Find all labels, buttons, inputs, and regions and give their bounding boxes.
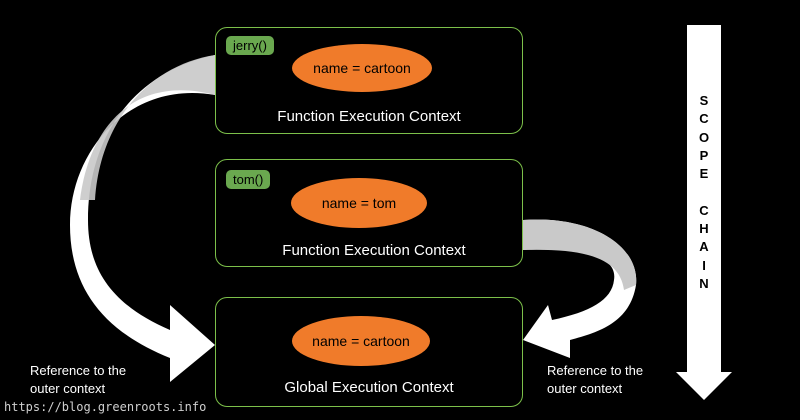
right-reference-label: Reference to the outer context — [547, 363, 644, 396]
right-arrow-shade — [523, 219, 637, 290]
global-context-label: Global Execution Context — [284, 379, 454, 396]
scope-chain-letter: P — [699, 147, 709, 163]
scope-chain-head — [676, 372, 732, 400]
jerry-variable-oval: name = cartoon — [292, 44, 432, 92]
scope-chain-letter: C — [699, 202, 709, 218]
global-execution-context: name = cartoon Global Execution Context — [215, 297, 523, 407]
jerry-context-label: Function Execution Context — [277, 108, 461, 125]
scope-chain-gap — [692, 183, 716, 201]
left-arrow-body — [70, 55, 215, 382]
scope-chain-letter: N — [699, 275, 709, 291]
jerry-execution-context: jerry() name = cartoon Function Executio… — [215, 27, 523, 134]
left-reference-label: Reference to the outer context — [30, 363, 127, 396]
scope-chain-letter: I — [702, 257, 706, 273]
scope-chain-letter: C — [699, 111, 709, 127]
left-arrow-shade — [80, 55, 215, 200]
source-watermark: https://blog.greenroots.info — [4, 400, 207, 414]
left-reference-arrow — [70, 55, 215, 382]
tom-function-tag: tom() — [226, 170, 271, 189]
jerry-function-tag: jerry() — [226, 36, 274, 55]
tom-context-label: Function Execution Context — [282, 242, 466, 259]
tom-variable-oval: name = tom — [291, 178, 427, 228]
scope-chain-letter: H — [699, 221, 709, 237]
scope-chain-label: S C O P E C H A I N — [692, 92, 716, 293]
right-reference-arrow — [523, 219, 637, 358]
scope-chain-shaft — [687, 25, 721, 375]
scope-chain-letter: E — [699, 166, 709, 182]
scope-chain-letter: S — [699, 93, 709, 108]
scope-chain-letter: A — [699, 239, 709, 255]
scope-chain-arrow — [676, 25, 732, 400]
tom-execution-context: tom() name = tom Function Execution Cont… — [215, 159, 523, 267]
scope-chain-letter: O — [698, 129, 710, 145]
global-variable-oval: name = cartoon — [292, 316, 430, 366]
